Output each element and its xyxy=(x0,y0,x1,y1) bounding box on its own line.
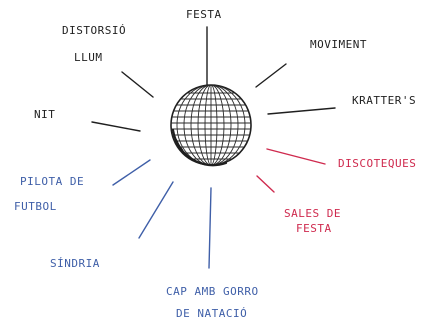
label-nit: NIT xyxy=(34,109,55,120)
connector-distorsio-llum xyxy=(122,72,153,97)
disco-ball-icon xyxy=(165,85,257,165)
connector-sales-de-festa xyxy=(257,176,274,192)
label-kratters: KRATTER'S xyxy=(352,95,416,106)
connector-nit xyxy=(92,122,140,131)
label-cap-amb-gorro-line2: DE NATACIÓ xyxy=(176,308,247,319)
label-sales-de-festa-line1: SALES DE xyxy=(284,208,341,219)
label-distorsio: DISTORSIÓ xyxy=(62,25,126,36)
connector-cap-amb-gorro xyxy=(209,188,211,268)
label-llum: LLUM xyxy=(74,52,103,63)
connector-discoteques xyxy=(267,149,325,164)
label-moviment: MOVIMENT xyxy=(310,39,367,50)
connector-pilota-de-futbol xyxy=(113,160,150,185)
label-pilota-de-futbol-line1: PILOTA DE xyxy=(20,176,84,187)
connector-kratters xyxy=(268,108,335,114)
connector-sindria xyxy=(139,182,173,238)
label-sindria: SÍNDRIA xyxy=(50,258,100,269)
label-festa: FESTA xyxy=(186,9,222,20)
label-cap-amb-gorro-line1: CAP AMB GORRO xyxy=(166,286,259,297)
label-pilota-de-futbol-line2: FUTBOL xyxy=(14,201,57,212)
label-sales-de-festa-line2: FESTA xyxy=(296,223,332,234)
label-discoteques: DISCOTEQUES xyxy=(338,158,416,169)
connector-moviment xyxy=(256,64,286,87)
